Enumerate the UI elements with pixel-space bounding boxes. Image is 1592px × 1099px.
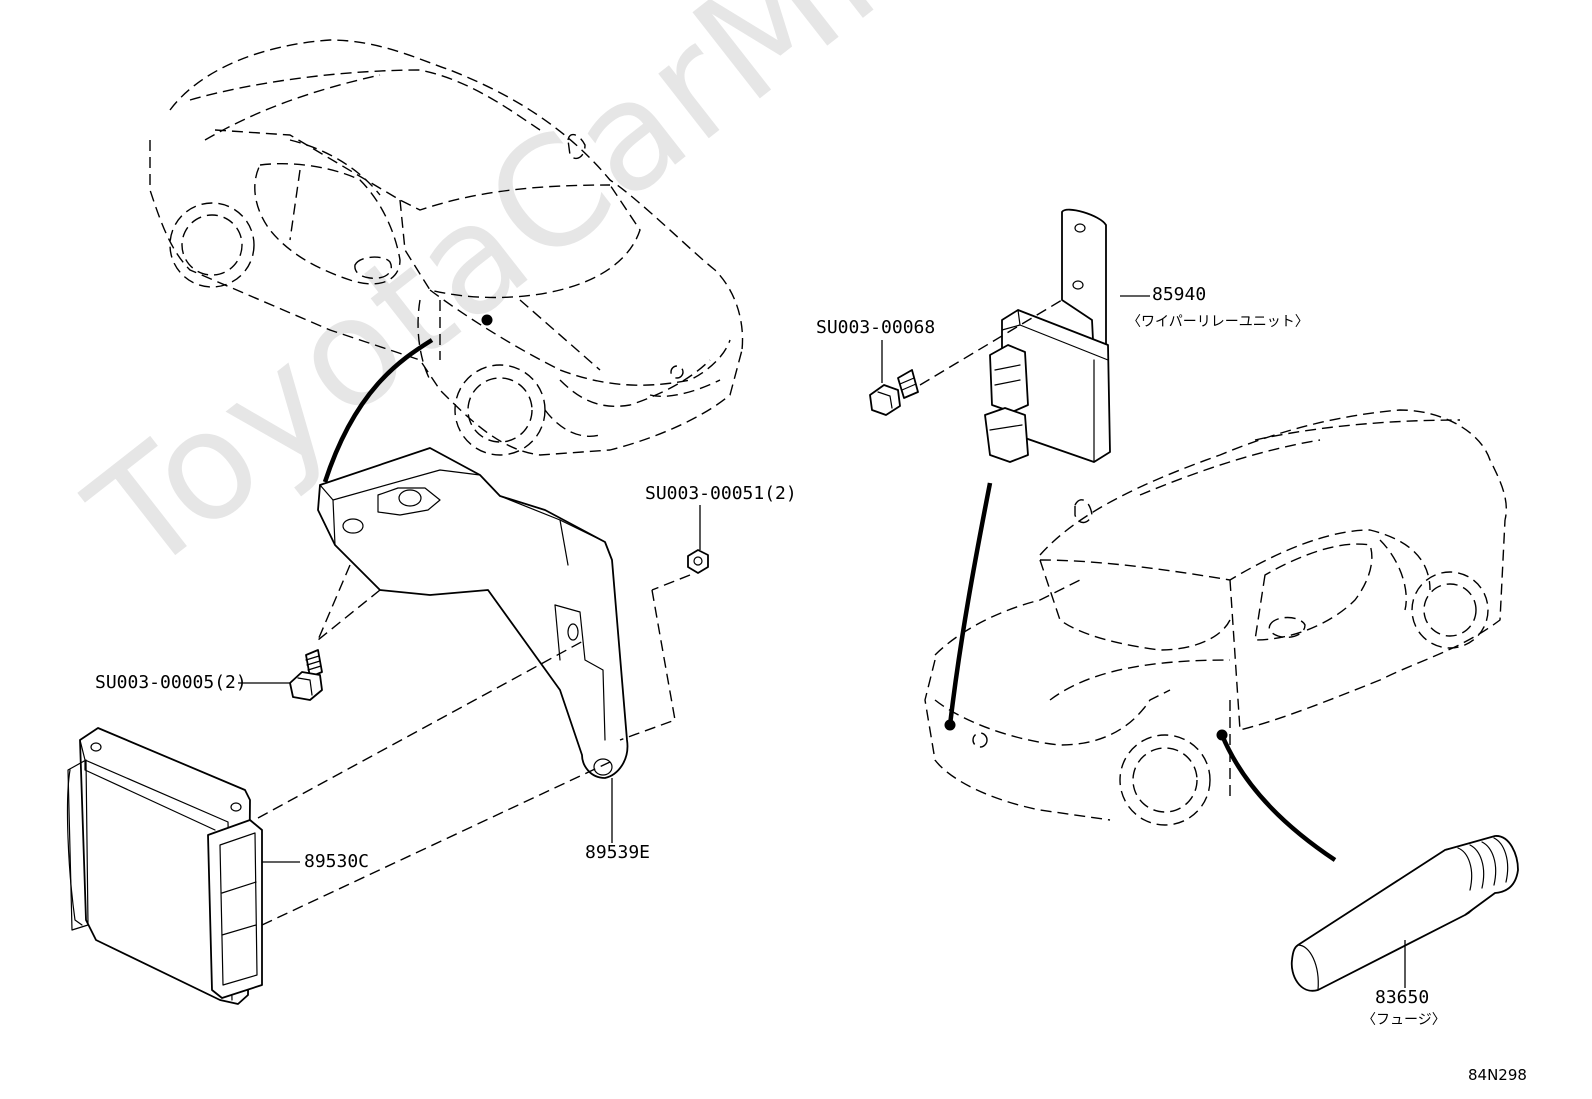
- part-label-89530c: 89530C: [304, 851, 370, 872]
- ecu-illustration: [66, 727, 263, 1005]
- bracket-illustration: [317, 447, 629, 779]
- relay-indicator-line: [947, 482, 993, 726]
- part-label-su003-00068: SU003-00068: [816, 317, 936, 338]
- part-note-wiper-relay: 〈ワイパーリレーユニット〉: [1127, 314, 1309, 330]
- part-label-83650: 83650: [1375, 987, 1430, 1008]
- fuse-illustration: [1290, 835, 1519, 992]
- bolt-illustration: [289, 649, 323, 701]
- part-note-fuse: 〈フュージ〉: [1362, 1012, 1446, 1028]
- relay-bolt-illustration: [869, 369, 919, 416]
- diagram-code: 84N298: [1468, 1066, 1527, 1084]
- part-label-su003-00005: SU003-00005(2): [95, 672, 247, 693]
- fuse-indicator-line: [1219, 734, 1337, 862]
- harness-indicator-line: [322, 338, 434, 483]
- part-label-89539e: 89539E: [585, 842, 651, 863]
- car-front-view-illustration: [149, 39, 744, 456]
- car-rear-view-illustration: [924, 409, 1507, 826]
- wiper-relay-illustration: [984, 208, 1111, 463]
- nut-illustration: [687, 549, 709, 574]
- part-label-su003-00051: SU003-00051(2): [645, 483, 797, 504]
- part-label-85940: 85940: [1152, 284, 1207, 305]
